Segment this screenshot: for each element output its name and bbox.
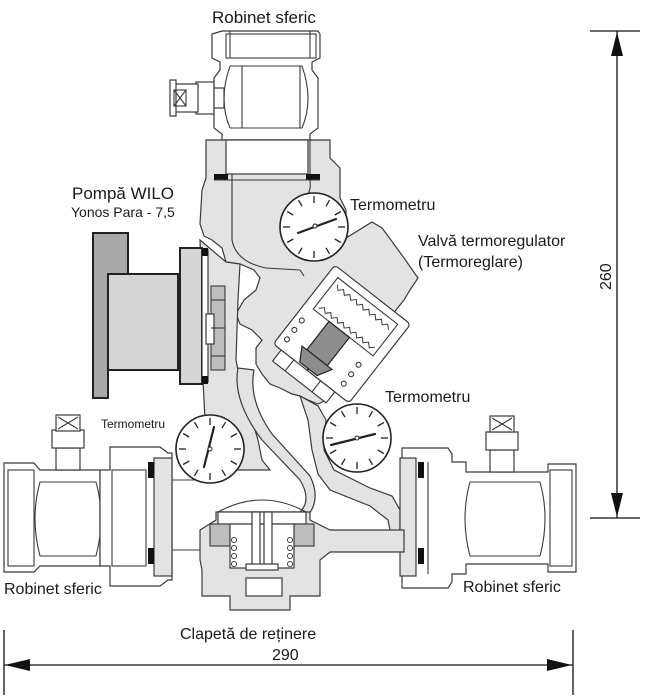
label-right-ball-valve: Robinet sferic <box>463 579 561 596</box>
dimension-width-value: 290 <box>272 647 299 664</box>
dial-tick <box>297 199 303 207</box>
dial-tick <box>334 210 342 216</box>
dial-tick <box>325 199 331 207</box>
check-valve <box>199 499 405 611</box>
label-pump-line2: Yonos Para - 7,5 <box>71 204 175 220</box>
top-ball-valve <box>169 30 321 141</box>
label-pump-line1: Pompă WILO <box>72 184 174 203</box>
dial-tick <box>193 469 199 477</box>
thermometer-left <box>175 414 245 484</box>
label-thermometer-left: Termometru <box>101 417 165 431</box>
dial-tick <box>329 449 337 455</box>
dial-tick <box>368 458 374 466</box>
dial-tick <box>325 247 331 255</box>
dial-tick <box>230 460 238 466</box>
left-ball-valve <box>3 414 200 587</box>
label-thermometer-top: Termometru <box>350 197 435 214</box>
thermostatic-valve <box>271 266 410 404</box>
dial-tick <box>221 469 227 477</box>
dial-tick <box>329 421 337 427</box>
label-thermo-valve-line1: Valvă termoregulator <box>418 233 566 250</box>
label-left-ball-valve: Robinet sferic <box>4 581 102 598</box>
dial-tick <box>182 460 190 466</box>
dial-tick <box>297 247 303 255</box>
dial-tick <box>182 432 190 438</box>
thermometer-right <box>322 403 392 473</box>
label-top-ball-valve: Robinet sferic <box>212 8 316 27</box>
dial-tick <box>230 432 238 438</box>
dial-tick <box>286 238 294 244</box>
dial-tick <box>334 238 342 244</box>
dial-tick <box>368 410 374 418</box>
label-thermo-valve-line2: (Termoreglare) <box>418 254 523 271</box>
dimension-width <box>3 630 574 695</box>
label-thermometer-right: Termometru <box>385 389 470 406</box>
dial-tick <box>340 410 346 418</box>
dial-tick <box>193 421 199 429</box>
dial-tick <box>377 449 385 455</box>
dial-tick <box>377 421 385 427</box>
pump-wilo <box>92 232 226 399</box>
dimension-height <box>590 30 640 519</box>
thermometer-top <box>279 192 349 262</box>
dial-tick <box>340 458 346 466</box>
right-ball-valve <box>399 415 577 589</box>
dial-tick <box>286 210 294 216</box>
dimension-height-value: 260 <box>598 263 615 290</box>
dial-tick <box>221 421 227 429</box>
label-check-valve: Clapetă de reținere <box>180 626 316 643</box>
